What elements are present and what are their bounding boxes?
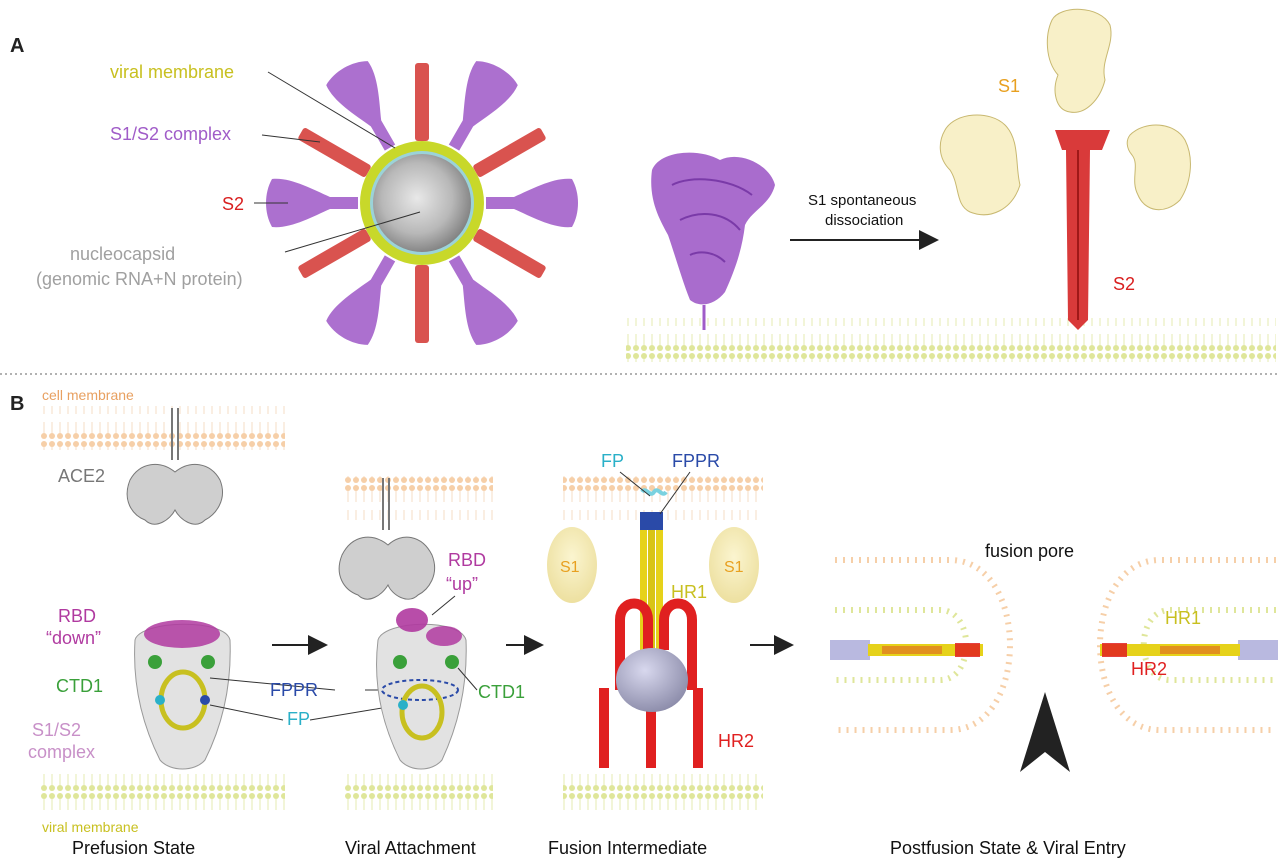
prefusion-spike-density	[651, 152, 775, 330]
label-ctd1: CTD1	[56, 676, 103, 696]
s1s2-spike	[448, 61, 518, 151]
label-rbd-2: RBD	[448, 550, 486, 570]
s1s2-spike	[326, 61, 396, 151]
label-viral-membrane-a: viral membrane	[110, 62, 234, 82]
s2-core-domain	[616, 648, 688, 712]
attached-spike-2	[376, 608, 467, 770]
hr2-stalk-3	[693, 688, 703, 768]
hr1-helix-1	[640, 530, 647, 665]
postfusion-s2-rods	[830, 640, 1278, 660]
virus-particle	[360, 141, 484, 265]
label-hr1: HR1	[671, 582, 707, 602]
s1s2-spike	[266, 178, 358, 228]
s2-spike	[415, 63, 429, 141]
label-nucleocapsid-detail: (genomic RNA+N protein)	[36, 269, 243, 289]
label-ctd1-2: CTD1	[478, 682, 525, 702]
hr1-helix-3	[656, 530, 663, 665]
label-rbd-1: RBD	[58, 606, 96, 626]
label-s1s2-complex-a: S1/S2 complex	[110, 124, 231, 144]
label-dissociation: dissociation	[825, 212, 903, 229]
s2-spike	[298, 229, 371, 278]
ctd1-leader	[457, 667, 478, 691]
stage-caption-3: Fusion Intermediate	[548, 838, 707, 858]
s1s2-spike	[448, 255, 518, 345]
label-s2-right: S2	[1113, 274, 1135, 294]
viral-membrane-3	[563, 774, 763, 818]
panel-a-leader-lines	[254, 71, 421, 253]
stage-caption-1: Prefusion State	[72, 838, 195, 858]
label-complex-b: complex	[28, 742, 95, 762]
label-fusion-pore: fusion pore	[985, 541, 1074, 561]
fusion-intermediate	[547, 488, 759, 768]
label-fp: FP	[287, 709, 310, 729]
prefusion-spike-1	[134, 620, 231, 770]
viral-membrane-2	[345, 774, 493, 818]
rbd-up-leader	[431, 595, 456, 616]
label-fppr-top: FPPR	[672, 451, 720, 471]
label-nucleocapsid: nucleocapsid	[70, 244, 175, 264]
label-s1-left: S1	[560, 559, 580, 576]
label-s2-a: S2	[222, 194, 244, 214]
hr2-stalk-1	[599, 688, 609, 768]
entry-arrow	[1020, 692, 1070, 772]
label-hr2-post: HR2	[1131, 659, 1167, 679]
fp-leader	[619, 471, 651, 497]
ace2-receptor-1	[126, 408, 223, 525]
hr1-helix-2	[648, 530, 655, 665]
s2-spike	[473, 128, 546, 177]
s1-shed-right	[709, 527, 759, 603]
viral-membrane-1	[40, 774, 285, 818]
fppr-leader	[659, 471, 691, 515]
label-s1-top: S1	[998, 76, 1020, 96]
s2-spike	[415, 265, 429, 343]
s2-spike	[473, 229, 546, 278]
label-rbd-up: “up”	[446, 574, 478, 594]
s2-postfusion-density	[1055, 130, 1110, 330]
virus-spikes	[266, 61, 578, 345]
label-s1-spontaneous: S1 spontaneous	[808, 192, 916, 209]
label-hr2: HR2	[718, 731, 754, 751]
label-fp-top: FP	[601, 451, 624, 471]
label-hr1-post: HR1	[1165, 608, 1201, 628]
label-cell-membrane: cell membrane	[42, 387, 134, 403]
fppr-segment	[640, 512, 663, 530]
ace2-receptor-2	[338, 478, 436, 600]
panel-b-letter: B	[10, 393, 24, 415]
nucleocapsid-core	[373, 154, 471, 252]
fp-segment	[640, 488, 668, 496]
s1s2-spike	[486, 178, 578, 228]
hr2-stalk-2	[646, 688, 656, 768]
label-s1-right: S1	[724, 559, 744, 576]
s1s2-spike	[326, 255, 396, 345]
label-rbd-down: “down”	[46, 628, 101, 648]
label-fppr: FPPR	[270, 680, 318, 700]
panel-a-letter: A	[10, 35, 24, 57]
label-viral-membrane-b: viral membrane	[42, 819, 139, 835]
membrane-a	[626, 318, 1276, 362]
s1-shed-left	[547, 527, 597, 603]
stage-caption-2: Viral Attachment	[345, 838, 476, 858]
s1-densities	[939, 8, 1191, 216]
label-s1s2-b: S1/S2	[32, 720, 81, 740]
cell-membrane-1	[40, 406, 285, 450]
stage-caption-4: Postfusion State & Viral Entry	[890, 838, 1126, 858]
s2-spike	[298, 128, 371, 177]
cell-membrane-2	[345, 476, 493, 520]
label-ace2: ACE2	[58, 466, 105, 486]
